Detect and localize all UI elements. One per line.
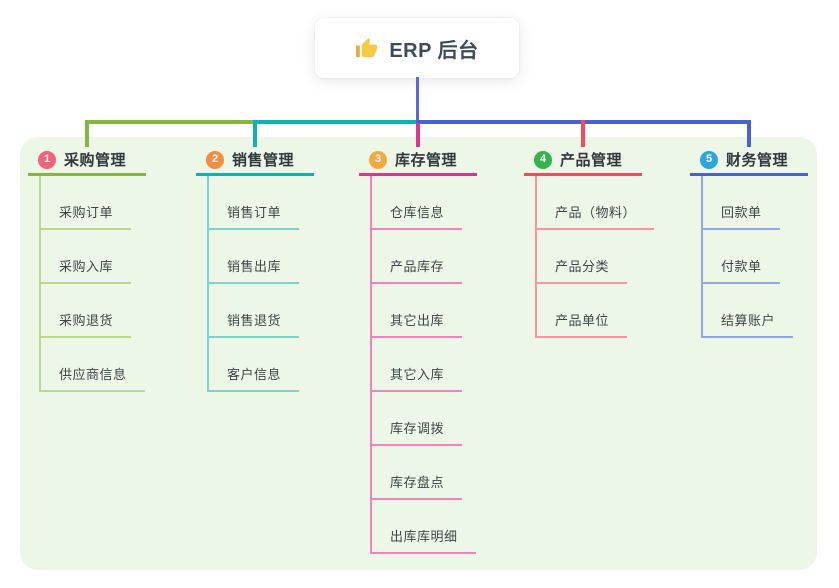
root-node-erp[interactable]: ERP 后台 [315,18,519,78]
branch-node-finance[interactable]: 5 财务管理 [690,146,808,176]
child-node-label: 结算账户 [721,313,776,328]
branch-label: 财务管理 [726,152,789,169]
child-node[interactable]: 采购订单 [41,176,132,230]
child-node[interactable]: 出库库明细 [372,500,476,554]
branch-purchase: 1 采购管理采购订单采购入库采购退货供应商信息 [28,146,146,392]
branch-drop-line-2 [253,120,257,147]
branch-label: 采购管理 [64,152,127,169]
child-node-label: 出库库明细 [390,529,458,544]
child-node-label: 采购订单 [59,205,114,220]
child-node-label: 仓库信息 [390,205,445,220]
child-node-label: 库存调拨 [390,421,445,436]
child-node[interactable]: 产品分类 [537,230,628,284]
child-node[interactable]: 回款单 [703,176,780,230]
child-node-label: 采购入库 [59,259,114,274]
branch-number-badge: 3 [369,150,387,169]
branch-drop-line-3 [416,123,420,147]
child-node[interactable]: 采购入库 [41,230,132,284]
child-node-label: 付款单 [721,259,762,274]
root-connector-line [415,77,419,121]
child-node-label: 销售订单 [227,205,282,220]
branch-sales: 2 销售管理销售订单销售出库销售退货客户信息 [196,146,314,392]
child-node-label: 库存盘点 [390,475,445,490]
child-node-label: 产品分类 [555,259,610,274]
child-node[interactable]: 客户信息 [209,338,300,392]
branch-product: 4 产品管理产品（物料） 产品分类产品单位 [524,146,655,338]
branch-drop-line-4 [581,120,585,147]
branch-node-product[interactable]: 4 产品管理 [524,146,642,176]
child-node-label: 产品（物料） [555,205,637,220]
child-node-label: 客户信息 [227,367,282,382]
branch-label: 销售管理 [232,152,295,169]
thumbs-up-icon [356,37,378,57]
child-node[interactable]: 销售退货 [209,284,300,338]
child-node[interactable]: 库存调拨 [372,392,463,446]
child-node[interactable]: 其它出库 [372,284,463,338]
child-node[interactable]: 库存盘点 [372,446,463,500]
branch-children-list: 采购订单采购入库采购退货供应商信息 [39,176,146,392]
child-node[interactable]: 付款单 [703,230,780,284]
connector-bar-segment-green [85,120,253,124]
branch-children-list: 销售订单销售出库销售退货客户信息 [207,176,314,392]
branch-drop-line-5 [747,120,751,147]
child-node-label: 产品单位 [555,313,610,328]
mindmap-panel [20,137,817,570]
child-node[interactable]: 采购退货 [41,284,132,338]
child-node[interactable]: 产品单位 [537,284,628,338]
child-node[interactable]: 产品（物料） [537,176,655,230]
child-node[interactable]: 产品库存 [372,230,463,284]
child-node-label: 其它入库 [390,367,445,382]
child-node-label: 产品库存 [390,259,445,274]
connector-bar-segment-teal [253,120,418,124]
child-node-label: 其它出库 [390,313,445,328]
child-node[interactable]: 仓库信息 [372,176,463,230]
child-node-label: 销售退货 [227,313,282,328]
branch-label: 库存管理 [395,152,458,169]
child-node[interactable]: 其它入库 [372,338,463,392]
branch-number-badge: 1 [38,150,56,169]
branch-drop-line-1 [85,120,89,147]
branch-number-badge: 2 [206,150,224,169]
branch-inventory: 3 库存管理仓库信息产品库存其它出库其它入库库存调拨库存盘点出库库明细 [359,146,477,554]
branch-label: 产品管理 [560,152,623,169]
branch-children-list: 仓库信息产品库存其它出库其它入库库存调拨库存盘点出库库明细 [370,176,477,554]
branch-children-list: 产品（物料） 产品分类产品单位 [535,176,655,338]
branch-node-purchase[interactable]: 1 采购管理 [28,146,146,176]
root-node-title: ERP 后台 [389,39,479,62]
child-node[interactable]: 结算账户 [703,284,794,338]
branch-finance: 5 财务管理回款单付款单结算账户 [690,146,808,338]
branch-children-list: 回款单付款单结算账户 [701,176,808,338]
branch-node-sales[interactable]: 2 销售管理 [196,146,314,176]
child-node[interactable]: 供应商信息 [41,338,145,392]
child-node-label: 销售出库 [227,259,282,274]
branch-number-badge: 5 [700,150,718,169]
child-node-label: 采购退货 [59,313,114,328]
branch-node-inventory[interactable]: 3 库存管理 [359,146,477,176]
child-node[interactable]: 销售订单 [209,176,300,230]
child-node-label: 回款单 [721,205,762,220]
branch-number-badge: 4 [534,150,552,169]
child-node-label: 供应商信息 [59,367,127,382]
child-node[interactable]: 销售出库 [209,230,300,284]
